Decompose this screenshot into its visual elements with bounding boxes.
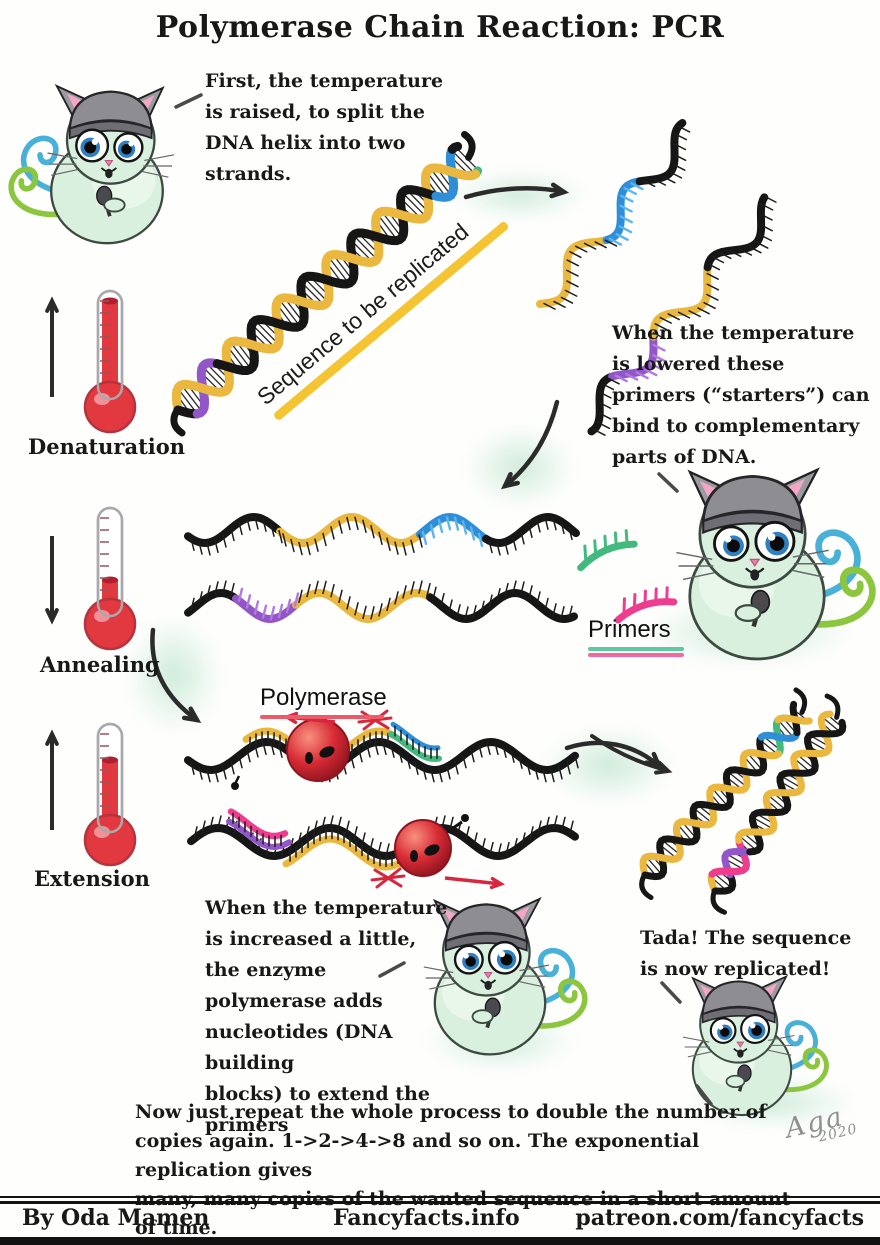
cat-mascot-icon bbox=[676, 467, 876, 661]
cat-mascot-icon bbox=[8, 84, 175, 245]
text-line: bind to complementary bbox=[612, 415, 860, 437]
stage-label-denaturation: Denaturation bbox=[28, 434, 186, 459]
footer-divider bbox=[0, 1201, 880, 1204]
polymerase-label: Polymerase bbox=[260, 684, 387, 719]
primers-label-text: Primers bbox=[588, 616, 671, 643]
text-line: strands. bbox=[205, 163, 292, 185]
thermometer-medium-icon bbox=[45, 722, 137, 867]
footer-divider bbox=[0, 1196, 880, 1198]
text-line: polymerase adds bbox=[205, 990, 383, 1012]
dna-double-helix-illustration bbox=[170, 130, 483, 437]
red-underline bbox=[260, 715, 384, 719]
cat-mascot-icon bbox=[423, 896, 588, 1056]
text-line: is increased a little, bbox=[205, 928, 417, 950]
repeat-note: Now just repeat the whole process to dou… bbox=[135, 1098, 795, 1243]
text-line: When the temperature bbox=[612, 322, 855, 344]
footer-patreon: patreon.com/fancyfacts bbox=[575, 1205, 864, 1231]
stage-label-extension: Extension bbox=[34, 866, 150, 891]
text-line: First, the temperature bbox=[205, 70, 444, 92]
primers-label: Primers bbox=[588, 616, 684, 657]
footer-website: Fancyfacts.info bbox=[333, 1205, 520, 1231]
text-line: Tada! The sequence bbox=[640, 927, 852, 949]
text-line: blocks) to extend the primers bbox=[205, 1083, 430, 1136]
text-line: is raised, to split the bbox=[205, 101, 425, 123]
text-line: primers (“starters”) can bbox=[612, 384, 870, 406]
text-line: is lowered these bbox=[612, 353, 785, 375]
text-line: many, many copies of the wanted sequence… bbox=[135, 1188, 791, 1239]
denaturation-description: First, the temperature is raised, to spl… bbox=[205, 66, 480, 190]
green-underline bbox=[588, 647, 684, 651]
text-line: nucleotides (DNA building bbox=[205, 1021, 393, 1074]
result-text: Tada! The sequence is now replicated! bbox=[640, 923, 880, 985]
cat-mascot-icon bbox=[682, 974, 829, 1117]
footer-author: By Oda Mamen bbox=[22, 1205, 210, 1231]
separated-dna-strands-illustration bbox=[536, 119, 777, 436]
text-line: When the temperature bbox=[205, 897, 448, 919]
text-line: copies again. 1->2->4->8 and so on. The … bbox=[135, 1130, 700, 1181]
primer-icons bbox=[577, 529, 678, 624]
extension-description: When the temperature is increased a litt… bbox=[205, 893, 487, 1141]
footer-bottom-bar bbox=[0, 1237, 880, 1245]
pink-underline bbox=[588, 653, 684, 657]
text-line: the enzyme bbox=[205, 959, 327, 981]
extension-polymerase-illustration bbox=[184, 709, 579, 890]
annealing-description: When the temperature is lowered these pr… bbox=[612, 318, 874, 473]
polymerase-label-text: Polymerase bbox=[260, 684, 387, 711]
stage-label-annealing: Annealing bbox=[40, 652, 160, 677]
text-line: Now just repeat the whole process to dou… bbox=[135, 1101, 767, 1123]
annealing-strands-illustration bbox=[184, 512, 580, 624]
text-line: parts of DNA. bbox=[612, 446, 757, 468]
text-line: DNA helix into two bbox=[205, 132, 406, 154]
thermometer-high-icon bbox=[45, 289, 137, 434]
thermometer-low-icon bbox=[45, 506, 137, 651]
page-title: Polymerase Chain Reaction: PCR bbox=[155, 10, 725, 45]
text-line: is now replicated! bbox=[640, 958, 831, 980]
replicated-helices-illustration bbox=[590, 687, 847, 915]
